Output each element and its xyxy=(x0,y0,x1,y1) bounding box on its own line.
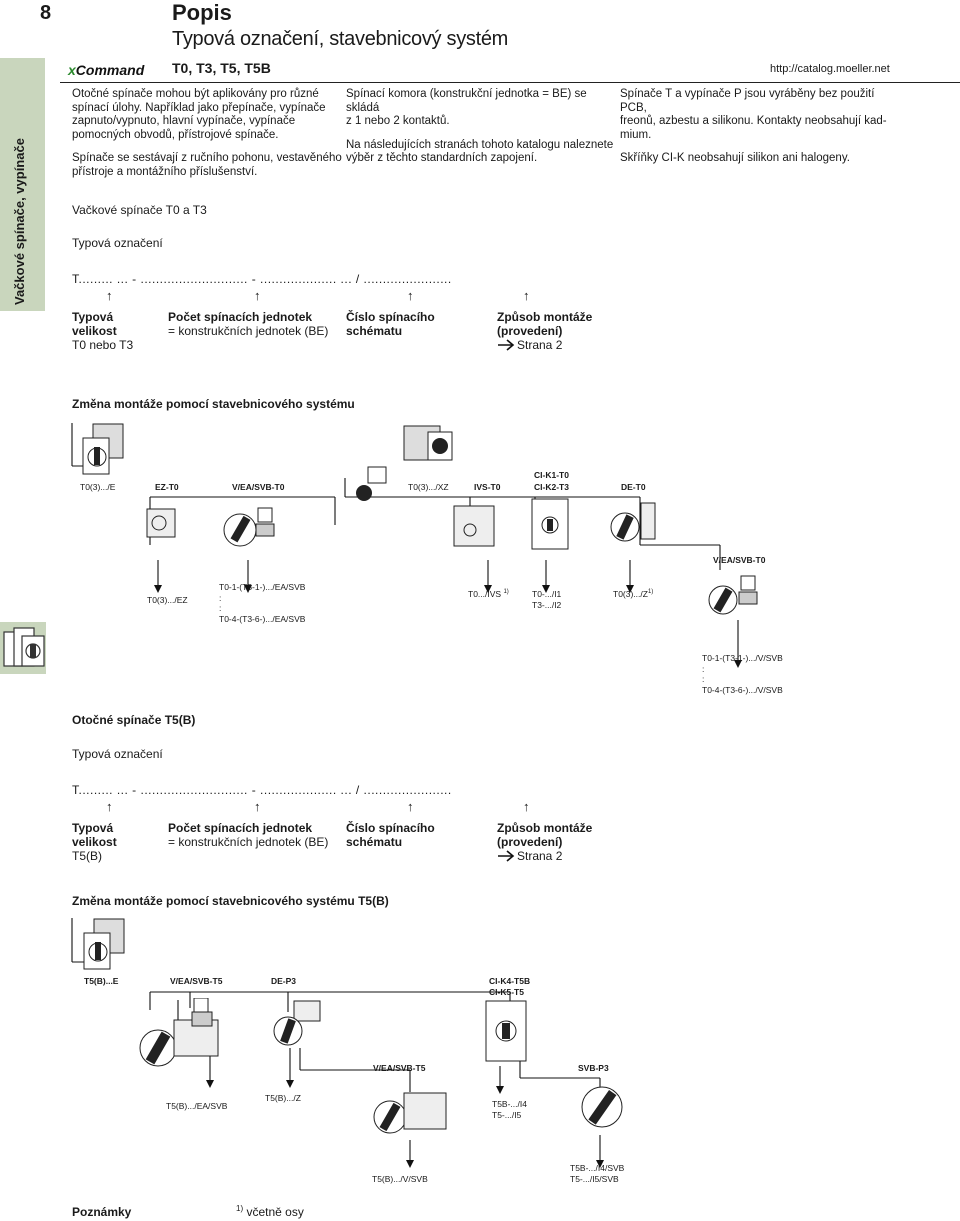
label-t5e: T5(B)...E xyxy=(84,976,119,986)
v-ea-svb-t0-right-image xyxy=(708,575,758,615)
ci-k4-t5b-image xyxy=(485,1000,527,1062)
label-t0z: T0(3).../Z1) xyxy=(613,589,654,599)
label-ci-k2-t3: CI-K2-T3 xyxy=(534,482,569,492)
v-ea-svb-t5-image xyxy=(139,998,219,1067)
v-ea-svb-t0-image xyxy=(223,507,275,547)
label-de-p3: DE-P3 xyxy=(271,976,297,986)
ivs-t0-image xyxy=(453,505,495,547)
intro-col3: Spínače T a vypínače P jsou vyráběny bez… xyxy=(620,88,887,164)
product-series: T0, T3, T5, T5B xyxy=(172,60,271,76)
arrow-right-icon xyxy=(498,850,515,862)
section1-heading: Vačkové spínače T0 a T3 xyxy=(72,203,207,217)
label-ivs: T0.../IVS 1) xyxy=(468,589,509,599)
page-subtitle: Typová označení, stavebnicový systém xyxy=(172,28,509,50)
arrow-right-icon xyxy=(498,339,515,351)
arrow-up-icon: ↑ xyxy=(254,799,261,814)
label-ci-k1-t0: CI-K1-T0 xyxy=(534,470,569,480)
cam-switch-icon xyxy=(0,622,46,674)
sidebar-band xyxy=(0,58,45,311)
label-v-ea-svb-t5-lower: V/EA/SVB-T5 xyxy=(373,1063,426,1073)
arrow-up-icon: ↑ xyxy=(254,288,261,303)
page-title: Popis xyxy=(172,0,232,25)
label-t0ez: T0(3).../EZ xyxy=(147,595,188,605)
section1-units: Počet spínacích jednotek= konstrukčních … xyxy=(168,310,329,338)
label-de-t0: DE-T0 xyxy=(621,482,646,492)
page-ref[interactable]: Strana 2 xyxy=(517,849,563,863)
label-t5z: T5(B).../Z xyxy=(265,1093,301,1103)
label-v-ea-svb-t0-right: V/EA/SVB-T0 xyxy=(713,555,766,565)
section2-type-heading: Typová označení xyxy=(72,747,163,761)
label-svb-p3: SVB-P3 xyxy=(578,1063,609,1073)
cam-switch-t0xz-image xyxy=(403,425,453,461)
arrow-up-icon: ↑ xyxy=(106,799,113,814)
diagram2-heading: Změna montáže pomocí stavebnicového syst… xyxy=(72,894,389,908)
label-ez-t0: EZ-T0 xyxy=(155,482,179,492)
label-ivs-t0: IVS-T0 xyxy=(474,482,501,492)
label-ea-range: T0-1-(T3-1-).../EA/SVB::T0-4-(T3-6-).../… xyxy=(219,582,306,624)
section1-type-heading: Typová označení xyxy=(72,236,163,250)
handle-knob-image xyxy=(356,466,387,501)
label-v-ea-svb-t5: V/EA/SVB-T5 xyxy=(170,976,223,986)
section2-units: Počet spínacích jednotek= konstrukčních … xyxy=(168,821,329,849)
catalog-url[interactable]: http://catalog.moeller.net xyxy=(770,63,890,75)
svb-p3-image xyxy=(581,1086,623,1128)
de-p3-image xyxy=(273,1000,321,1046)
ci-k-enclosure-image xyxy=(531,498,569,550)
section2-heading: Otočné spínače T5(B) xyxy=(72,713,196,727)
page-number: 8 xyxy=(40,2,52,24)
footnote: 1) včetně osy xyxy=(236,1204,304,1219)
sidebar-label: Vačkové spínače, vypínače xyxy=(12,138,27,305)
intro-col1: Otočné spínače mohou být aplikovány pro … xyxy=(72,88,342,178)
section1-mounting: Způsob montáže(provedení) Strana 2 xyxy=(497,310,593,352)
cam-switch-t5e-image xyxy=(83,918,125,970)
section2-type-code: T......... ... - .......................… xyxy=(72,783,452,797)
arrow-up-icon: ↑ xyxy=(523,288,530,303)
xcommand-logo: xCommand xyxy=(68,62,145,78)
de-t0-image xyxy=(610,502,656,542)
label-t0e: T0(3).../E xyxy=(80,482,116,492)
arrow-up-icon: ↑ xyxy=(407,288,414,303)
intro-col2: Spínací komora (konstrukční jednotka = B… xyxy=(346,88,614,164)
notes-heading: Poznámky xyxy=(72,1205,132,1219)
page-ref[interactable]: Strana 2 xyxy=(517,338,563,352)
arrow-up-icon: ↑ xyxy=(523,799,530,814)
diagram1-heading: Změna montáže pomocí stavebnicového syst… xyxy=(72,397,355,411)
section2-mounting: Způsob montáže(provedení) Strana 2 xyxy=(497,821,593,863)
header-rule xyxy=(60,82,960,83)
arrow-up-icon: ↑ xyxy=(407,799,414,814)
label-v-range: T0-1-(T3-1-).../V/SVB::T0-4-(T3-6-).../V… xyxy=(702,653,783,695)
section1-type-code: T......... ... - .......................… xyxy=(72,272,452,286)
label-v-ea-svb-t0: V/EA/SVB-T0 xyxy=(232,482,285,492)
v-ea-svb-t5-lower-image xyxy=(373,1092,447,1134)
ez-t0-image xyxy=(146,508,176,538)
cam-switch-t0e-image xyxy=(82,423,124,475)
label-t5-ea-svb: T5(B).../EA/SVB xyxy=(166,1101,228,1111)
arrow-up-icon: ↑ xyxy=(106,288,113,303)
label-t5-v-svb: T5(B).../V/SVB xyxy=(372,1174,428,1184)
label-t0xz: T0(3).../XZ xyxy=(408,482,449,492)
